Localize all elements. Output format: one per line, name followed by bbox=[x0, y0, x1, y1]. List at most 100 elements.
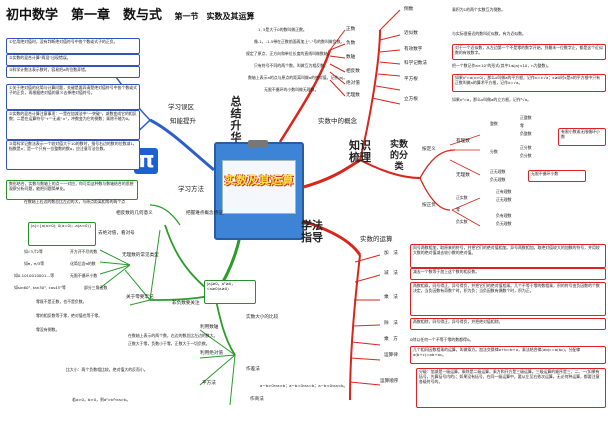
concept-opposite: 相反数 bbox=[346, 70, 360, 75]
op-mul: 乘 法 bbox=[384, 296, 398, 301]
op-sub: 减 法 bbox=[384, 272, 398, 277]
k-approx-text: 与实际很接近的数叫近似数，有为近似数。 bbox=[452, 32, 526, 36]
m-abs-cmp: 比大小：两个负数相比较，绝对值大的反而小。 bbox=[66, 368, 148, 372]
k-by-def: 按定义 bbox=[422, 148, 436, 153]
m-use-abs: 利用绝对值 bbox=[200, 352, 223, 357]
op-law: 运算律 bbox=[384, 354, 398, 359]
k-sigfig-text: 对于一个近似数，从左边第一个不是零的数字开始，到最末一位数字止，都是这个近似数的… bbox=[452, 44, 606, 60]
op-sub-text: 减去一个数等于加上这个数的相反数。 bbox=[410, 268, 606, 280]
k-cbrt: 立方根 bbox=[404, 98, 418, 103]
m-nonneg: 非负数要关注 bbox=[172, 302, 200, 307]
k-sqrt-text: 如果x²=a(x>0)，那么x叫做a的平方根，记作x=±√a；x≥0时x是a的平… bbox=[452, 74, 606, 92]
k-pos-irr2: 正无理数 bbox=[496, 198, 512, 202]
k-pos-int: 正整数 bbox=[520, 116, 532, 120]
m-nonneg-items: |a|≥0，a²≥0，√a≥0(a≥0) bbox=[204, 280, 256, 304]
ability-3: ③用科学记数法表示一个较对值大于10的数时，指号右边的数的位数减1，指数是n；是… bbox=[6, 140, 140, 170]
m-compare: 实数大小的比较 bbox=[246, 316, 278, 321]
m-ratio: 作商法 bbox=[250, 398, 264, 403]
branch-concepts: 实数中的概念 bbox=[318, 118, 357, 125]
m-irr1: 如√3,∛2等 bbox=[24, 250, 43, 254]
op-add: 加 法 bbox=[384, 252, 398, 257]
k-sci: 科学记数法 bbox=[404, 62, 427, 67]
op-order: 运算顺序 bbox=[380, 380, 398, 385]
k-pos-irr: 正无理数 bbox=[490, 170, 506, 174]
concept-text-absolute: 数轴上表示a的点与原点的距离叫做a的绝对值，记作|a|。 bbox=[248, 76, 347, 80]
m-axis-text2: 正数大于零，负数小于零，正数大于一切负数。 bbox=[128, 342, 210, 346]
k-finite-note: 有限小数或无限循环小数 bbox=[558, 128, 606, 146]
m-abs-formula: |a|={a(a>0); 0(a=0); -a(a<0)} bbox=[28, 222, 96, 246]
k-sqrt: 平方根 bbox=[404, 78, 418, 83]
branch-summary: 总结升华 bbox=[230, 96, 242, 144]
op-order-text: 分级：加减是一级运算，乘除是二级运算，乘方和开方是三级运算。三级运算的顺序是三、… bbox=[416, 368, 606, 408]
k-reciprocal-text: 乘积为1的两个实数互为倒数。 bbox=[452, 8, 505, 12]
learning-errors-label: 学习误区 bbox=[168, 104, 194, 111]
k-reciprocal: 倒数 bbox=[404, 8, 413, 13]
m-irr2-label: 化简后含π的数 bbox=[70, 262, 96, 266]
section-title: 第一节 实数及其运算 bbox=[175, 12, 255, 21]
k-cbrt-text: 如果x³=a，那么x叫做a的立方根，记作³√a。 bbox=[452, 98, 531, 102]
center-title: 实数及其运算 bbox=[218, 172, 300, 188]
clipboard-illustration: 实数及其运算 bbox=[214, 142, 304, 240]
m-learning-method: 学习方法 bbox=[178, 186, 204, 193]
op-title: 实数的运算 bbox=[360, 236, 393, 243]
m-abs-label: 去绝对值，看对号 bbox=[98, 232, 135, 237]
m-irr3: 如0.1010010001…等 bbox=[14, 274, 54, 278]
m-irr4: 如sin60°, tan30°, cos45°等 bbox=[14, 286, 66, 290]
k-integer: 整数 bbox=[490, 122, 498, 126]
m-geometry: 相反数的几何意义 bbox=[116, 212, 153, 217]
op-mul-text: 两数相乘，同号得正，异号得负，并把它们的绝对值相乘。几个不等于零的数相乘，积的符… bbox=[410, 282, 606, 316]
m-sq-text: 若a>0，b>0，则a²>b²⇔a>b。 bbox=[72, 398, 130, 402]
m-diff-text: a−b>0⇔a>b；a−b=0⇔a=b；a−b<0⇔a<b。 bbox=[260, 384, 347, 388]
ability-label: 知能提升 bbox=[170, 118, 196, 125]
m-kp-text: 在数轴上右边的数总比左边的大，与原点距离相等的两个点 bbox=[24, 200, 125, 204]
concept-negative: 负数 bbox=[346, 42, 355, 47]
m-lm-text: 数形结合，实数与数轴上的点一一对应，你可用这种数与数轴结合的思想观察分析问题，能… bbox=[6, 180, 138, 200]
k-classify: 实数的分类 bbox=[386, 140, 412, 173]
op-pow: 乘 方 bbox=[384, 338, 398, 343]
branch-knowledge: 知识梳理 bbox=[348, 140, 372, 164]
k-approx: 近似数 bbox=[404, 32, 418, 37]
op-law-text: 几个相同因数相乘的运算，叫做乘方。加法交换律a+b=b+a，乘法结合律(ab)c… bbox=[410, 346, 606, 364]
op-div: 除 法 bbox=[384, 322, 398, 327]
k-neg-real: 负实数 bbox=[456, 220, 468, 224]
m-zero-notes: 关于零要牢记 bbox=[126, 296, 154, 301]
k-pos-frac: 正分数 bbox=[520, 146, 532, 150]
concept-text-positive: 1, 5是大于0的数叫做正数。 bbox=[258, 28, 307, 32]
concept-text-opposite: 只有符号不同的两个数，叫做互为相反数。 bbox=[254, 64, 328, 68]
k-neg-irr2: 负无理数 bbox=[496, 222, 512, 226]
concept-numberline: 数轴 bbox=[346, 56, 355, 61]
ability-2: ②实数的混合计算注意事项：一是在加减法中"一突破"，减数变成它的相反数；二是在运… bbox=[6, 110, 140, 140]
concept-text-negative: 像-1，-1.5带在正数前面再加上"-"号的数叫做负数。 bbox=[254, 40, 344, 44]
concept-text-numberline: 规定了原点、正方向和单位长度的直线叫做数轴。 bbox=[246, 52, 332, 56]
center-board: 实数及其运算 bbox=[214, 142, 300, 236]
m-keypoints: 把握难点概念特征 bbox=[186, 212, 223, 217]
concept-positive: 正数 bbox=[346, 28, 355, 33]
k-pos-rat: 正有理数 bbox=[496, 190, 512, 194]
k-sci-text: 把一个数记作a×10ⁿ的形式(其中1≤|a|<10，n为整数)。 bbox=[452, 64, 551, 68]
k-irrational: 无理数 bbox=[456, 174, 470, 179]
m-irr4-label: 部分三角函数 bbox=[84, 286, 107, 290]
error-1: ①忆用绝对值时，没有判断绝对值符号中各个数或式子的正负。 bbox=[6, 38, 140, 54]
op-div-text: 两数相除，同号得正，异号得负，并把绝对值相除。 bbox=[410, 318, 606, 330]
page-title: 初中数学 第一章 数与式 第一节 实数及其运算 bbox=[6, 4, 255, 23]
op-pow-text: 0除以任何一个不等于零的数都得0。 bbox=[410, 338, 473, 342]
concept-irrational: 无理数 bbox=[346, 94, 360, 99]
m-diff: 作差法 bbox=[246, 368, 260, 373]
branch-methods: 学法指导 bbox=[300, 220, 324, 244]
k-neg-frac: 负分数 bbox=[520, 154, 532, 158]
concept-absolute: 绝对值 bbox=[346, 82, 360, 87]
m-irr1-label: 开方开不尽的数 bbox=[70, 250, 97, 254]
k-zero2: 零 bbox=[456, 208, 460, 212]
m-zero1: 零既不是正数，也不是负数。 bbox=[36, 300, 87, 304]
m-axis-text: 在数轴上表示的两个数，右边的数总比左边的数大。 bbox=[128, 334, 217, 338]
k-by-sign: 按正负 bbox=[422, 204, 436, 209]
k-fraction: 分数 bbox=[490, 150, 498, 154]
k-infinite-note: 无限不循环小数 bbox=[528, 170, 586, 182]
error-3: ③科学计数法表示数时，容易把a的位数弄错。 bbox=[6, 66, 140, 78]
k-neg-rat: 负有理数 bbox=[496, 214, 512, 218]
m-use-axis: 利用数轴 bbox=[200, 326, 218, 331]
m-zero3: 零没有倒数。 bbox=[36, 328, 59, 332]
k-pos-real: 正实数 bbox=[456, 196, 468, 200]
error-2: ②实数的混合计算"两混"出现错误。 bbox=[6, 54, 140, 66]
clip-icon bbox=[248, 140, 268, 148]
